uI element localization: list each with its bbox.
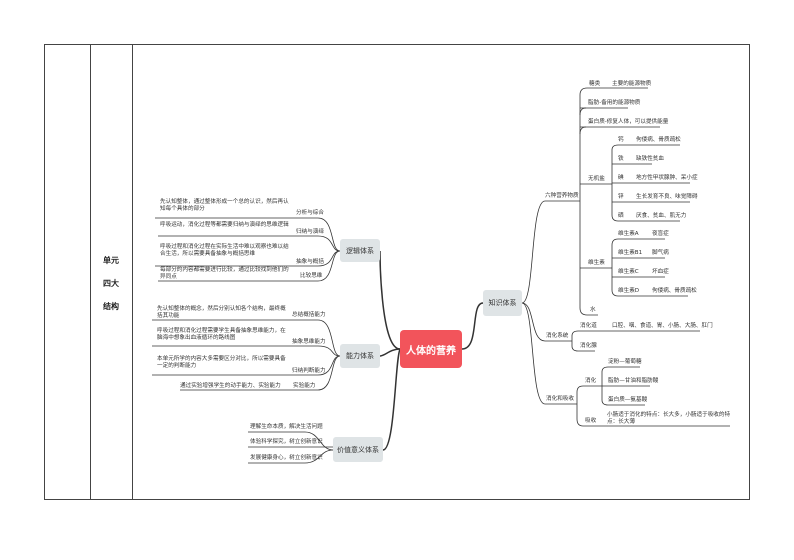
digest-absorb-node[interactable]: 消化和吸收	[546, 396, 574, 402]
vitamin-desc[interactable]: 夜盲症	[652, 231, 669, 237]
ability-desc[interactable]: 呼吸过程和消化过程需要学生具备抽象思维能力，在脑海中想象出血液循环的路线图	[157, 328, 286, 341]
ability-label[interactable]: 抽象思维能力	[292, 339, 326, 345]
logic-label[interactable]: 抽象与概括	[296, 259, 324, 265]
logic-label[interactable]: 归纳与演绎	[296, 229, 324, 235]
logic-desc[interactable]: 每部分的内容都需要进行比较，通过比较找到他们的异同点	[160, 267, 289, 280]
branch-knowledge[interactable]: 知识体系	[483, 290, 522, 316]
tract-node[interactable]: 消化道	[580, 323, 597, 329]
nutrients-node[interactable]: 六种营养物质	[545, 193, 579, 199]
nutrient-name[interactable]: 糖类	[589, 81, 601, 87]
ability-label[interactable]: 总结概括能力	[292, 312, 326, 318]
value-item[interactable]: 理解生命本质，解决生活问题	[250, 424, 323, 430]
mineral-desc[interactable]: 生长发育不良、味觉障碍	[636, 194, 698, 200]
mineral-name[interactable]: 碘	[618, 175, 624, 181]
minerals-node[interactable]: 无机盐	[588, 176, 605, 182]
branch-logic[interactable]: 逻辑体系	[340, 239, 380, 262]
glands-node[interactable]: 消化腺	[580, 343, 597, 349]
vitamin-name[interactable]: 维生素D	[618, 288, 640, 294]
ability-desc[interactable]: 本单元所学的内容大多需要区分对比，所以需要具备一定的判断能力	[157, 356, 286, 369]
logic-desc[interactable]: 先认知整体，通过整体形成一个总的认识，然后再认知每个具体的部分	[160, 199, 289, 212]
absorption-desc[interactable]: 小肠适于消化的特点：长大多，小肠适于吸收的特点：长大薄	[607, 412, 731, 425]
unit-label: 四大	[103, 279, 119, 288]
table-frame	[44, 44, 750, 500]
mineral-name[interactable]: 铁	[618, 156, 624, 162]
branch-value[interactable]: 价值意义体系	[333, 437, 383, 462]
value-item[interactable]: 体验科学探究，树立创新意识	[250, 439, 323, 445]
nutrient-item[interactable]: 脂肪-备用的能源物质	[588, 100, 641, 106]
digestive-system-node[interactable]: 消化系统	[546, 333, 569, 339]
vitamin-name[interactable]: 维生素B1	[618, 250, 643, 256]
mineral-desc[interactable]: 佝偻病、骨质疏松	[636, 137, 681, 143]
ability-desc[interactable]: 先认知整体的概念，然后分别认知各个结构，最终概括其功能	[157, 306, 286, 319]
ability-desc[interactable]: 通过实验增强学生的动手能力、实验能力	[180, 383, 281, 389]
ability-label[interactable]: 实验能力	[293, 383, 316, 389]
logic-label[interactable]: 分析与综合	[296, 210, 324, 216]
vitamin-desc[interactable]: 佝偻病、骨质疏松	[652, 288, 697, 294]
ability-label[interactable]: 归纳判断能力	[292, 368, 326, 374]
nutrient-desc[interactable]: 主要的能源物质	[612, 81, 652, 87]
mineral-name[interactable]: 锌	[618, 194, 624, 200]
mineral-name[interactable]: 钙	[618, 137, 624, 143]
digestion-item[interactable]: 蛋白质—氨基酸	[608, 397, 648, 403]
mineral-desc[interactable]: 地方性甲状腺肿、呆小症	[636, 175, 698, 181]
unit-label: 单元	[103, 256, 119, 265]
value-item[interactable]: 发展健康身心，树立创新意识	[250, 455, 323, 461]
vitamin-desc[interactable]: 坏血症	[652, 269, 669, 275]
water-node[interactable]: 水	[590, 307, 596, 313]
column-divider	[90, 44, 91, 500]
branch-ability[interactable]: 能力体系	[340, 344, 380, 368]
vitamin-name[interactable]: 维生素A	[618, 231, 639, 237]
digestion-item[interactable]: 淀粉—葡萄糖	[608, 359, 642, 365]
unit-label: 结构	[103, 302, 119, 311]
mineral-desc[interactable]: 缺铁性贫血	[636, 156, 664, 162]
tract-desc[interactable]: 口腔、咽、食道、胃、小肠、大肠、肛门	[612, 323, 713, 329]
digestion-node[interactable]: 消化	[585, 378, 597, 384]
vitamin-desc[interactable]: 脚气病	[652, 250, 669, 256]
mineral-name[interactable]: 硒	[618, 213, 624, 219]
central-topic[interactable]: 人体的营养	[400, 330, 462, 368]
mineral-desc[interactable]: 厌食、贫血、肌无力	[636, 213, 687, 219]
nutrient-item[interactable]: 蛋白质-修复人体，可以提供能量	[588, 119, 669, 125]
digestion-item[interactable]: 脂肪—甘油和脂肪酸	[608, 378, 659, 384]
vitamins-node[interactable]: 维生素	[588, 260, 605, 266]
logic-desc[interactable]: 呼吸过程和消化过程在实际生活中难以观察也难以结合生活，所以需要具备抽象与概括思维	[160, 244, 289, 257]
logic-label[interactable]: 比较思维	[300, 273, 323, 279]
vitamin-name[interactable]: 维生素C	[618, 269, 639, 275]
absorption-node[interactable]: 吸收	[585, 418, 597, 424]
logic-desc[interactable]: 呼吸运动，消化过程等都需要归纳与演绎的思维逻辑	[160, 222, 289, 228]
column-divider	[132, 44, 133, 500]
